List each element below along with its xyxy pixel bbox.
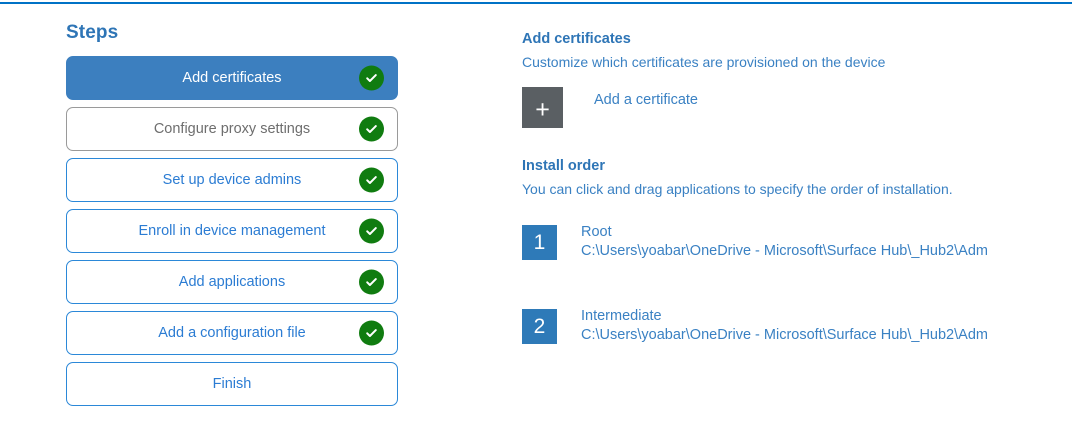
check-circle-icon — [359, 116, 384, 142]
install-order-name: Root — [581, 224, 612, 240]
install-order-heading: Install order — [522, 158, 605, 174]
top-accent-rule — [0, 2, 1072, 4]
check-circle-icon — [359, 218, 384, 244]
install-order-path: C:\Users\yoabar\OneDrive - Microsoft\Sur… — [581, 327, 988, 343]
install-order-path: C:\Users\yoabar\OneDrive - Microsoft\Sur… — [581, 243, 988, 259]
add-certificate-button[interactable]: + — [522, 87, 563, 128]
step-label: Set up device admins — [162, 171, 302, 188]
plus-icon: + — [535, 95, 550, 124]
step-label: Add certificates — [182, 69, 282, 86]
step-label: Add applications — [178, 273, 286, 290]
step-item-finish[interactable]: Finish — [66, 362, 398, 406]
check-circle-icon — [359, 320, 384, 346]
step-item-add-certificates[interactable]: Add certificates — [66, 56, 398, 100]
add-certificate-label[interactable]: Add a certificate — [594, 92, 698, 108]
step-item-configure-proxy-settings[interactable]: Configure proxy settings — [66, 107, 398, 151]
check-circle-icon — [359, 65, 384, 91]
step-label: Finish — [212, 375, 252, 392]
step-item-set-up-device-admins[interactable]: Set up device admins — [66, 158, 398, 202]
step-item-enroll-in-device-management[interactable]: Enroll in device management — [66, 209, 398, 253]
detail-subheading: Customize which certificates are provisi… — [522, 54, 886, 70]
step-label: Add a configuration file — [158, 324, 306, 341]
step-item-add-applications[interactable]: Add applications — [66, 260, 398, 304]
install-order-number-badge: 1 — [522, 225, 557, 260]
steps-panel-title: Steps — [66, 22, 119, 43]
install-order-description: You can click and drag applications to s… — [522, 181, 953, 197]
detail-heading: Add certificates — [522, 31, 631, 47]
detail-panel: Add certificates Customize which certifi… — [522, 30, 1072, 393]
install-order-name: Intermediate — [581, 308, 662, 324]
check-circle-icon — [359, 167, 384, 193]
step-label: Configure proxy settings — [153, 120, 311, 137]
step-item-add-a-configuration-file[interactable]: Add a configuration file — [66, 311, 398, 355]
install-order-section: Install order You can click and drag app… — [522, 157, 1072, 345]
check-circle-icon — [359, 269, 384, 295]
step-label: Enroll in device management — [138, 222, 326, 239]
install-order-number-badge: 2 — [522, 309, 557, 344]
add-certificate-row[interactable]: + Add a certificate — [522, 87, 1072, 128]
